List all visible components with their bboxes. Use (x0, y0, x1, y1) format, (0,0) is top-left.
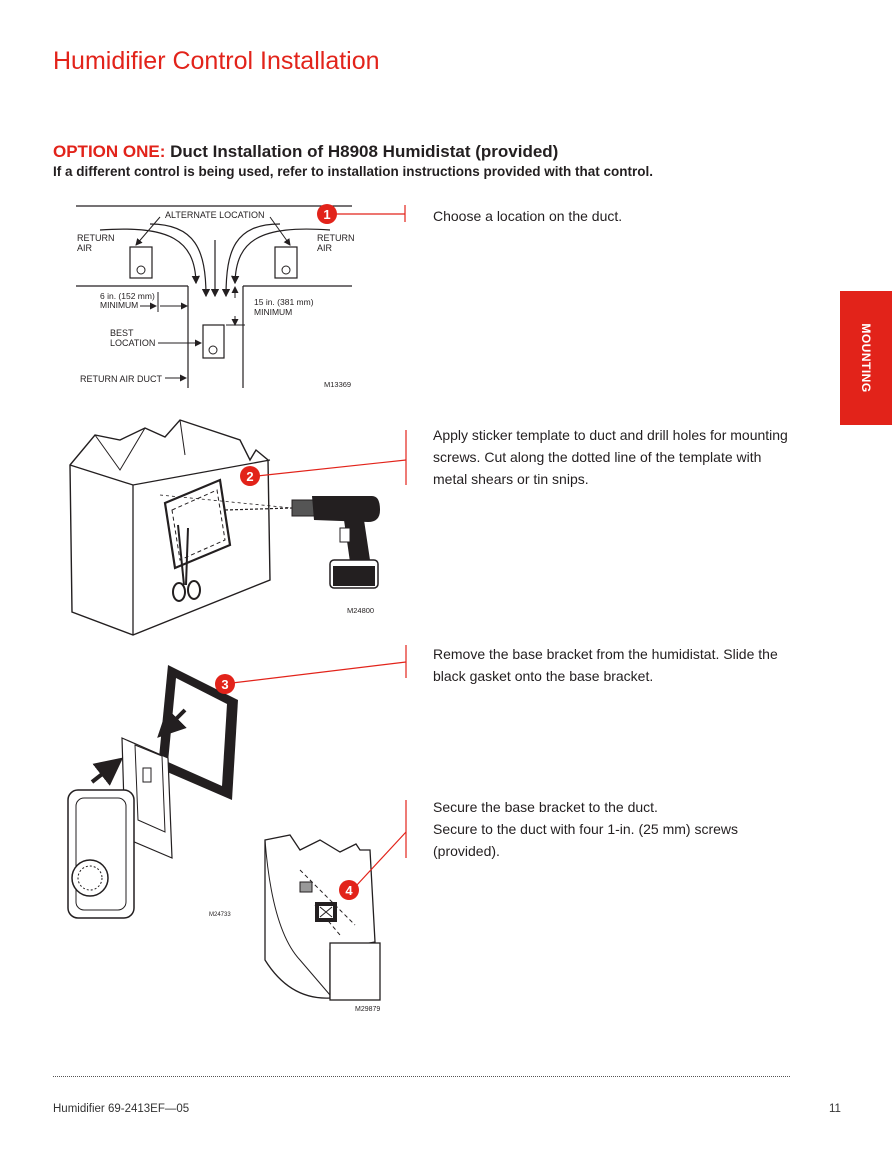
step-1-number: 1 (323, 207, 330, 222)
figure-4-secure-bracket: M29879 (264, 834, 381, 1013)
fig1-code: M13369 (324, 380, 351, 389)
step-3-badge: 3 (215, 674, 235, 694)
page-title: Humidifier Control Installation (53, 47, 380, 75)
footer-divider (53, 1076, 790, 1077)
step-1-text: Choose a location on the duct. (433, 205, 793, 227)
humidistat-right-icon (274, 246, 298, 279)
fig1-best-2: LOCATION (110, 338, 155, 348)
fig1-return-right-1: RETURN (317, 233, 355, 243)
callouts: 1 2 3 4 (215, 204, 407, 900)
fig1-min-left-1: 6 in. (152 mm) (100, 291, 155, 301)
step-2-badge: 2 (240, 466, 260, 486)
fig1-return-right-2: AIR (317, 243, 333, 253)
fig1-return-left-2: AIR (77, 243, 93, 253)
footer-doc-id: Humidifier 69-2413EF—05 (53, 1103, 190, 1115)
figure-2-drill-template: M24800 (69, 419, 380, 636)
section-tab[interactable]: MOUNTING (840, 291, 892, 425)
option-label: OPTION ONE: (53, 142, 166, 161)
fig1-alternate-location: ALTERNATE LOCATION (165, 210, 265, 220)
option-title: Duct Installation of H8908 Humidistat (p… (165, 142, 559, 161)
dial-icon (71, 859, 109, 897)
fig4-code: M29879 (355, 1006, 380, 1013)
figure-3-gasket-bracket: M24733 (67, 665, 238, 919)
humidistat-left-icon (129, 246, 153, 279)
figure-1-duct-location: ALTERNATE LOCATION RETURN AIR RETURN AIR… (76, 205, 355, 389)
option-subheading: If a different control is being used, re… (53, 164, 654, 179)
fig1-min-right-1: 15 in. (381 mm) (254, 297, 314, 307)
step-4-line-1: Secure the base bracket to the duct. (433, 799, 658, 815)
fig3-code: M24733 (209, 912, 231, 918)
page-number: 11 (829, 1103, 841, 1115)
step-2-number: 2 (246, 469, 253, 484)
drill-icon (291, 496, 380, 589)
fig1-best-1: BEST (110, 328, 134, 338)
step-4-line-2: Secure to the duct with four 1-in. (25 m… (433, 821, 738, 859)
option-heading: OPTION ONE: Duct Installation of H8908 H… (53, 142, 558, 162)
step-4-text: Secure the base bracket to the duct. Sec… (433, 796, 793, 862)
section-tab-label: MOUNTING (859, 323, 873, 393)
step-3-number: 3 (221, 677, 228, 692)
step-4-number: 4 (345, 883, 353, 898)
step-3-text: Remove the base bracket from the humidis… (433, 643, 793, 687)
fig2-code: M24800 (347, 606, 374, 615)
step-2-line: Apply sticker template to duct and drill… (433, 427, 788, 487)
humidistat-best-icon (202, 324, 225, 359)
step-4-badge: 4 (339, 880, 359, 900)
step-3-line: Remove the base bracket from the humidis… (433, 646, 778, 684)
step-1-line: Choose a location on the duct. (433, 208, 623, 224)
scissors-icon (172, 524, 201, 602)
step-1-badge: 1 (317, 204, 337, 224)
installation-illustrations: ALTERNATE LOCATION RETURN AIR RETURN AIR… (67, 204, 407, 1013)
fig1-return-left-1: RETURN (77, 233, 115, 243)
step-2-text: Apply sticker template to duct and drill… (433, 424, 793, 490)
fig1-min-left-2: MINIMUM (100, 300, 138, 310)
fig1-duct-label: RETURN AIR DUCT (80, 374, 163, 384)
fig1-min-right-2: MINIMUM (254, 307, 292, 317)
